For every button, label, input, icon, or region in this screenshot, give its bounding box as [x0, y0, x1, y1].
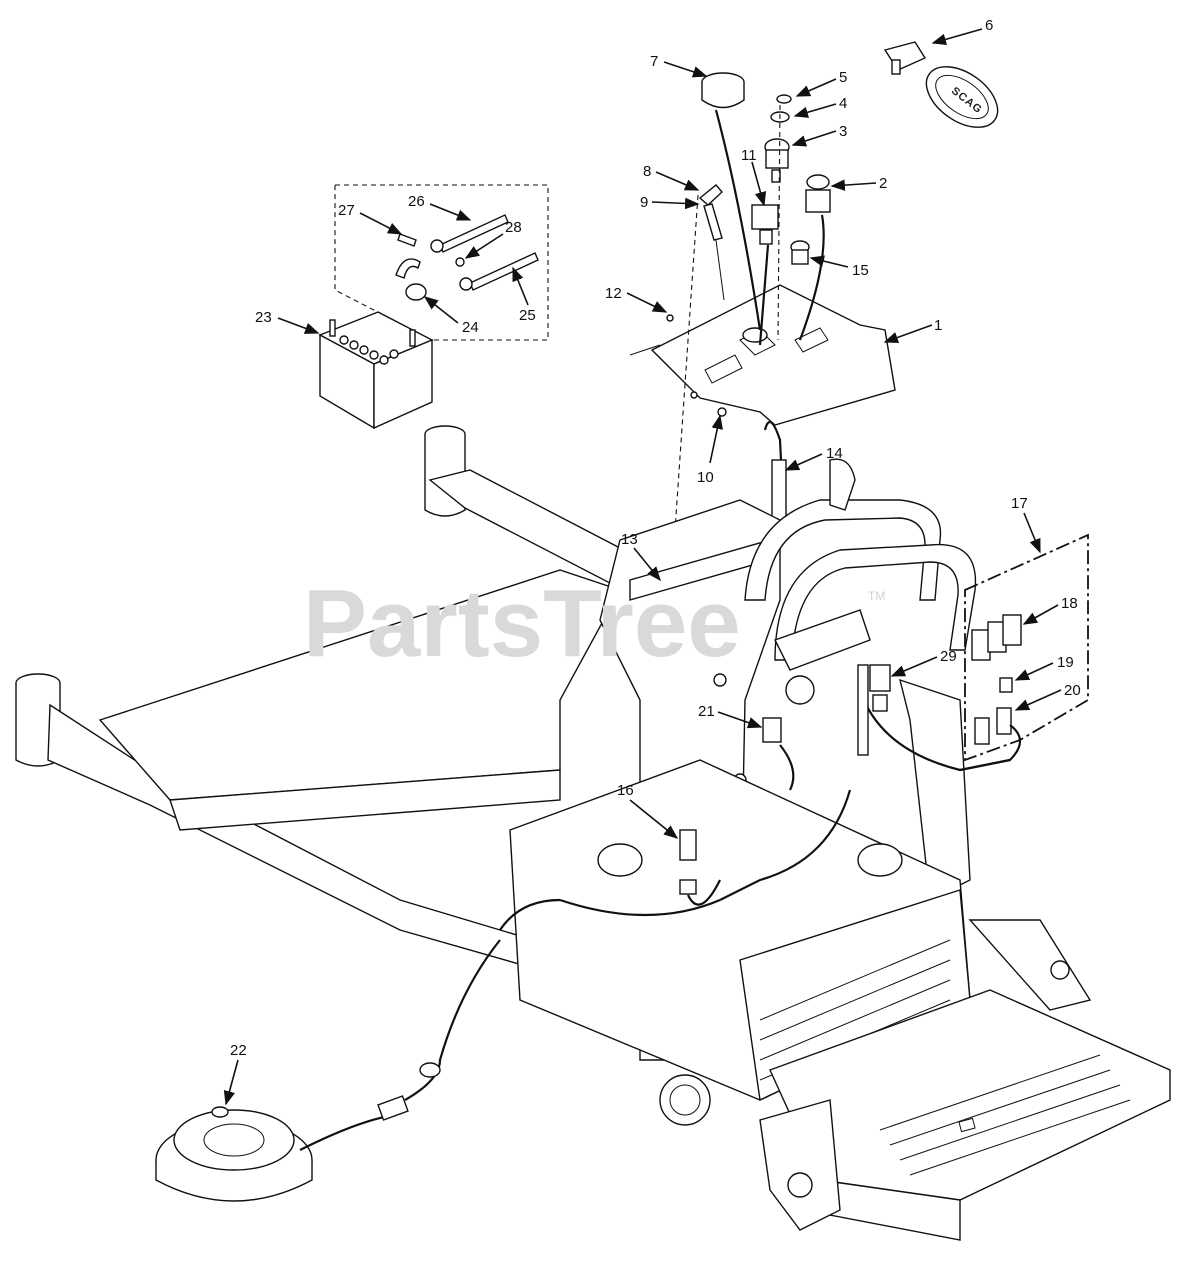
indicator-15	[790, 240, 810, 265]
callout-23: 23	[255, 309, 320, 334]
dash-panel	[629, 194, 896, 541]
callout-5: 5	[795, 69, 847, 97]
svg-text:2: 2	[879, 175, 887, 192]
svg-text:23: 23	[255, 309, 272, 326]
callout-13: 13	[621, 531, 661, 582]
callout-29: 29	[890, 648, 957, 677]
callout-24: 24	[423, 296, 479, 336]
svg-text:19: 19	[1057, 654, 1074, 671]
callout-25: 25	[512, 266, 536, 324]
fuse-group	[959, 533, 1089, 772]
svg-text:22: 22	[230, 1042, 247, 1059]
mower-frame	[15, 425, 1171, 1241]
svg-text:7: 7	[650, 53, 658, 70]
svg-text:25: 25	[519, 307, 536, 324]
svg-text:21: 21	[698, 703, 715, 720]
battery-group	[334, 184, 549, 341]
callout-15: 15	[809, 255, 869, 279]
callout-19: 19	[1014, 654, 1074, 681]
svg-text:20: 20	[1064, 682, 1081, 699]
switch-16	[679, 829, 721, 906]
callout-7: 7	[650, 53, 708, 78]
callout-14: 14	[784, 445, 843, 471]
callout-26: 26	[408, 193, 472, 221]
svg-text:18: 18	[1061, 595, 1078, 612]
callout-3: 3	[791, 123, 847, 147]
foot-plate-grip	[879, 1054, 1131, 1176]
callout-17: 17	[1011, 495, 1041, 554]
svg-text:4: 4	[839, 95, 847, 112]
svg-text:14: 14	[826, 445, 843, 462]
svg-text:8: 8	[643, 163, 651, 180]
svg-text:17: 17	[1011, 495, 1028, 512]
hour-meter	[701, 72, 762, 331]
callouts: 1 2 3 4 5 6 7 8 9 10 11 12 13 14 15 16 1…	[223, 17, 1081, 1106]
svg-text:3: 3	[839, 123, 847, 140]
watermark-trademark: TM	[868, 589, 885, 603]
svg-text:9: 9	[640, 194, 648, 211]
svg-text:27: 27	[338, 202, 355, 219]
svg-text:13: 13	[621, 531, 638, 548]
callout-6: 6	[931, 17, 993, 45]
callout-16: 16	[617, 782, 679, 839]
callout-12: 12	[605, 285, 668, 313]
wire-harness	[499, 664, 1011, 931]
switch-2	[798, 174, 831, 341]
callout-1: 1	[883, 317, 942, 344]
svg-text:5: 5	[839, 69, 847, 86]
callout-4: 4	[793, 95, 847, 118]
callout-22: 22	[223, 1042, 247, 1106]
callout-28: 28	[464, 219, 522, 259]
callout-2: 2	[830, 175, 887, 192]
watermark: PartsTree TM	[303, 570, 885, 677]
svg-text:11: 11	[741, 147, 757, 164]
svg-text:10: 10	[697, 469, 714, 486]
svg-text:24: 24	[462, 319, 479, 336]
throttle	[698, 184, 725, 301]
svg-text:29: 29	[940, 648, 957, 665]
callout-9: 9	[640, 194, 700, 211]
callout-27: 27	[338, 202, 403, 235]
callout-20: 20	[1014, 682, 1081, 711]
switch-11	[751, 204, 779, 346]
callout-11: 11	[741, 147, 767, 207]
svg-text:26: 26	[408, 193, 425, 210]
control-handles	[744, 458, 977, 705]
battery	[318, 311, 434, 430]
ignition-key: SCAG	[883, 41, 999, 128]
svg-text:28: 28	[505, 219, 522, 236]
callout-18: 18	[1022, 595, 1078, 625]
watermark-text: PartsTree	[303, 570, 741, 677]
pto-clutch	[155, 939, 501, 1202]
switch-29	[869, 664, 891, 712]
svg-text:6: 6	[985, 17, 993, 34]
key-switch	[764, 94, 792, 341]
svg-text:1: 1	[934, 317, 942, 334]
callout-21: 21	[698, 703, 763, 729]
svg-text:15: 15	[852, 262, 869, 279]
svg-text:16: 16	[617, 782, 634, 799]
svg-text:12: 12	[605, 285, 622, 302]
callout-10: 10	[697, 414, 723, 486]
switch-21	[762, 717, 795, 791]
callout-8: 8	[643, 163, 700, 191]
